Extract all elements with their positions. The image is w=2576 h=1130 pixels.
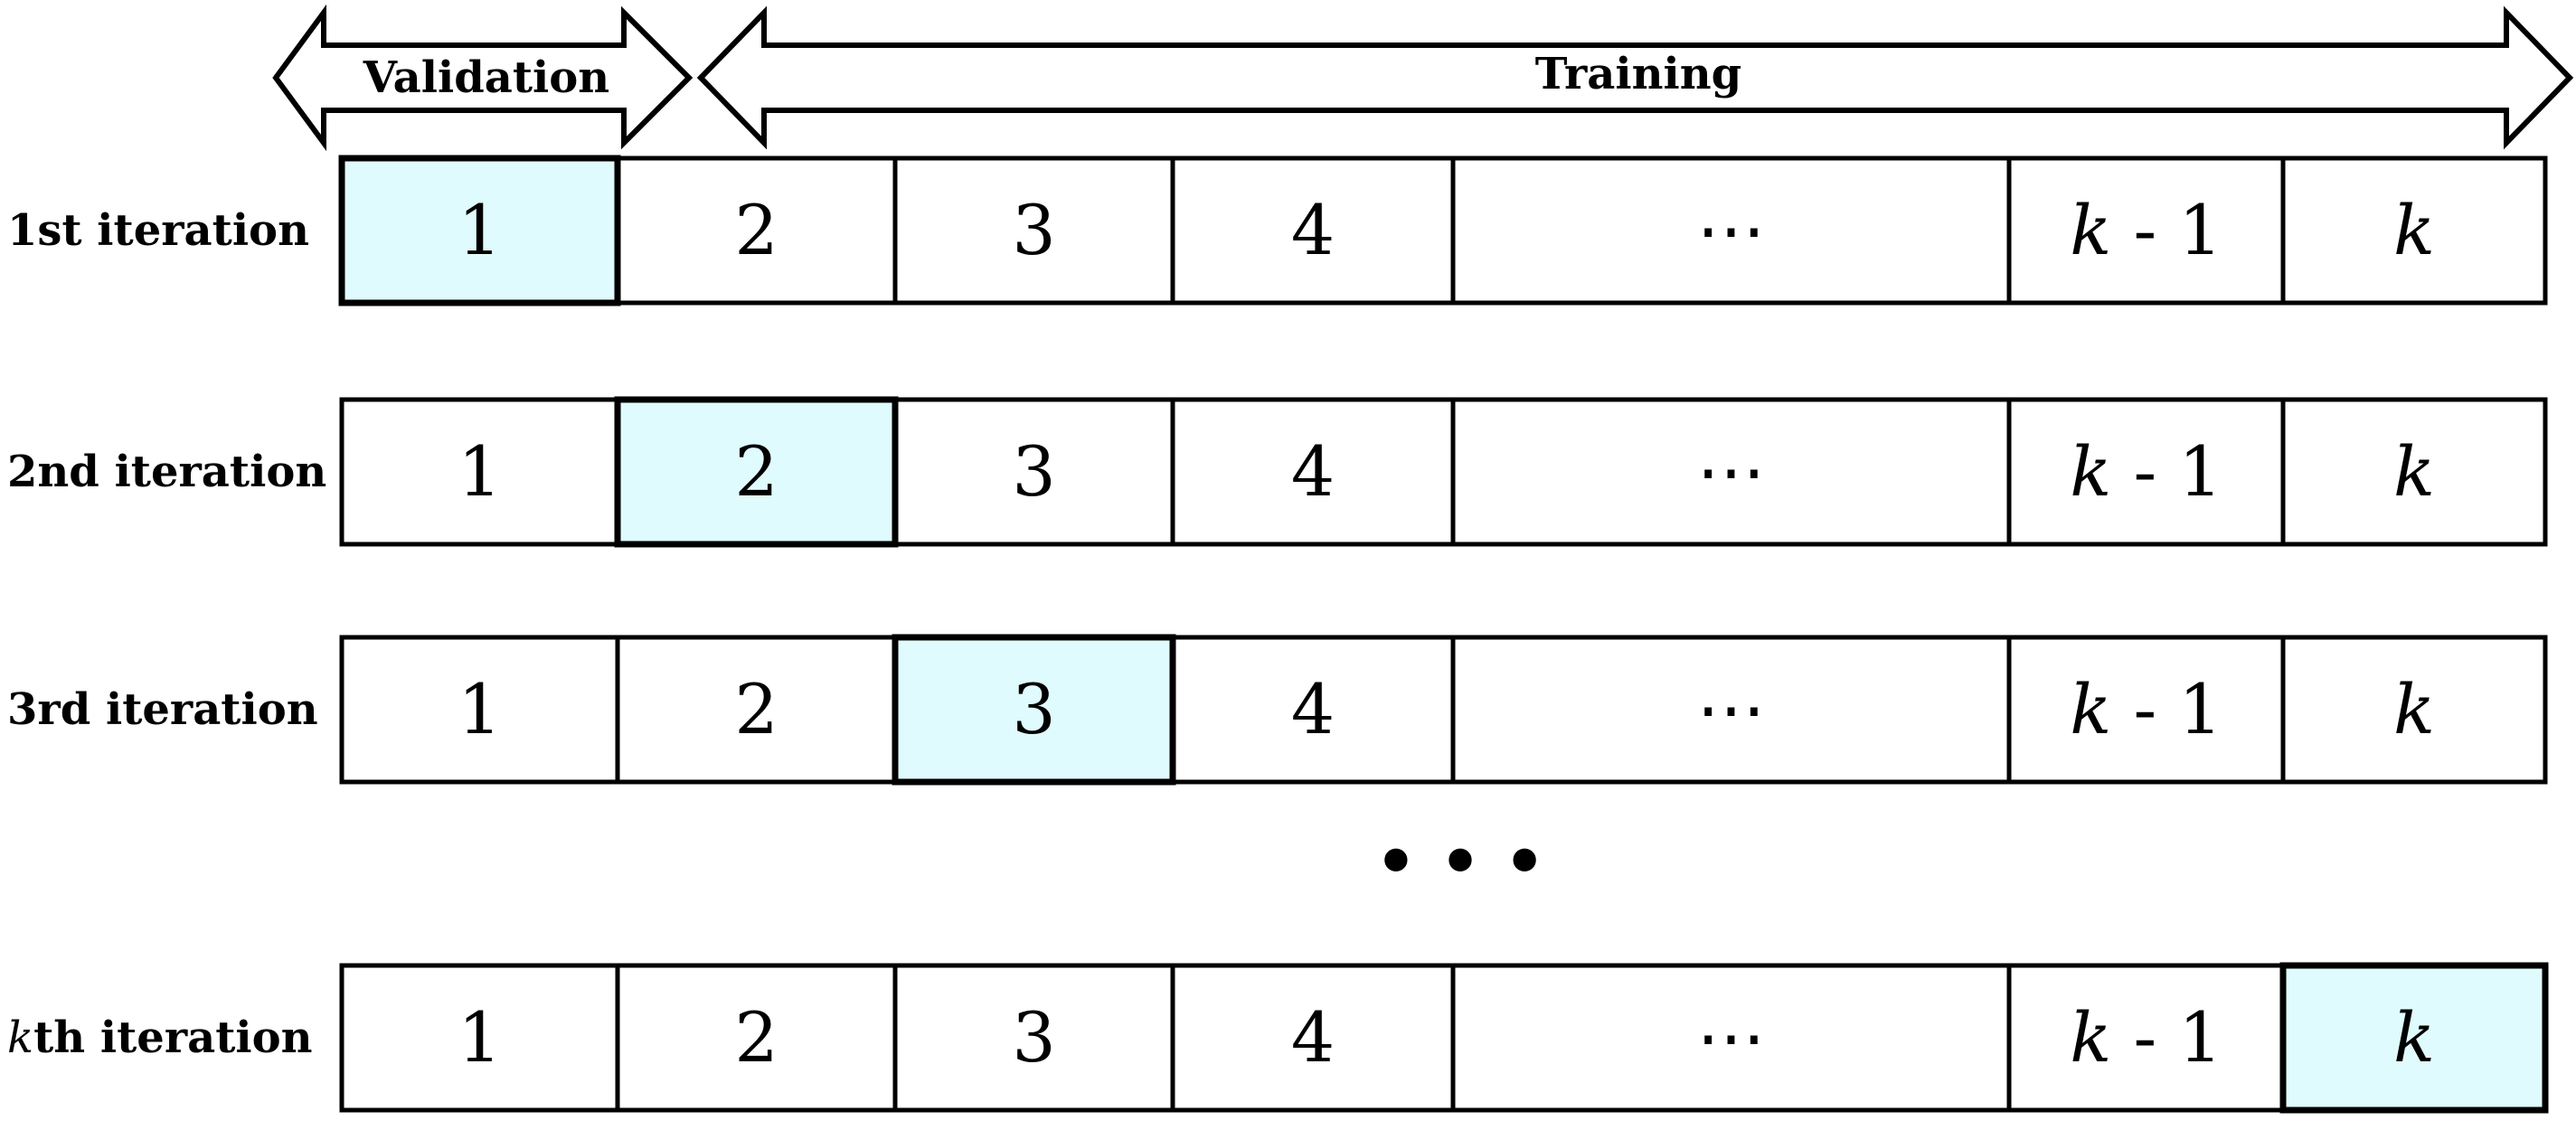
iteration-label: 2nd iteration xyxy=(7,447,326,497)
validation-fold-border xyxy=(338,155,621,306)
iteration-label-main: 1st iteration xyxy=(7,205,309,256)
training-fold-cell xyxy=(1450,963,2012,1113)
validation-fold-cell xyxy=(614,396,899,548)
training-fold-cell xyxy=(1170,635,1456,785)
fold-label: 2 xyxy=(734,997,778,1078)
fold-label: k xyxy=(2393,431,2435,512)
training-fold-cell xyxy=(615,155,898,306)
validation-fold-cell xyxy=(2279,962,2549,1114)
training-fold-cell xyxy=(892,155,1175,306)
fold-label: k - 1 xyxy=(2070,431,2222,512)
fold-label: 4 xyxy=(1291,431,1335,512)
fold-label: 1 xyxy=(458,190,501,270)
fold-label: 1 xyxy=(458,669,501,749)
fold-label: k - 1 xyxy=(2070,669,2222,749)
validation-fold-border xyxy=(2279,962,2549,1114)
iteration-label: 3rd iteration xyxy=(7,684,318,735)
fold-label: 1 xyxy=(458,997,501,1078)
iteration-label: kth iteration xyxy=(7,1012,313,1063)
fold-label: 4 xyxy=(1291,190,1335,270)
fold-label: k xyxy=(2393,997,2435,1078)
training-fold-cell xyxy=(1450,397,2012,547)
validation-fold-border xyxy=(892,634,1176,786)
fold-label: 3 xyxy=(1012,669,1055,749)
validation-arrow-label: Validation xyxy=(363,52,609,103)
training-fold-cell xyxy=(1170,397,1456,547)
fold-label: ⋯ xyxy=(1697,190,1766,270)
fold-label: ⋯ xyxy=(1697,997,1766,1078)
training-fold-cell xyxy=(339,635,620,785)
fold-label: k xyxy=(2393,190,2435,270)
iteration-row: 1st iteration 1 2 3 4 ⋯ k - 1 k xyxy=(7,155,2548,306)
fold-label: 3 xyxy=(1012,190,1055,270)
training-fold-cell xyxy=(892,397,1175,547)
iteration-label-prefix: k xyxy=(7,1012,33,1063)
fold-label: 2 xyxy=(734,190,778,270)
fold-label: k xyxy=(2393,669,2435,749)
training-fold-cell xyxy=(1450,155,2012,306)
training-arrow-label: Training xyxy=(1535,49,1741,99)
training-fold-cell xyxy=(2280,397,2548,547)
iteration-label: 1st iteration xyxy=(7,205,309,256)
training-fold-cell xyxy=(1170,963,1456,1113)
iteration-label-main: 3rd iteration xyxy=(7,684,318,735)
fold-label: ⋯ xyxy=(1697,431,1766,512)
iteration-label-main: th iteration xyxy=(33,1012,312,1063)
fold-label: 3 xyxy=(1012,431,1055,512)
training-fold-cell xyxy=(2006,635,2286,785)
fold-label: 4 xyxy=(1291,997,1335,1078)
fold-label: k - 1 xyxy=(2070,190,2222,270)
fold-label: 1 xyxy=(458,431,501,512)
validation-fold-cell xyxy=(892,634,1176,786)
ellipsis-gap-marker: • • • xyxy=(1375,823,1545,899)
training-fold-cell xyxy=(2280,635,2548,785)
training-fold-cell xyxy=(2006,155,2286,306)
iteration-row: 2nd iteration 1 2 3 4 ⋯ k - 1 k xyxy=(7,396,2548,548)
fold-label: 2 xyxy=(734,431,778,512)
training-fold-cell xyxy=(2006,963,2286,1113)
fold-label: 3 xyxy=(1012,997,1055,1078)
fold-label: ⋯ xyxy=(1697,669,1766,749)
validation-fold-border xyxy=(614,396,899,548)
training-arrow: Training xyxy=(696,5,2574,150)
fold-label: k - 1 xyxy=(2070,997,2222,1078)
fold-label: 4 xyxy=(1291,669,1335,749)
training-fold-cell xyxy=(2006,397,2286,547)
validation-arrow: Validation xyxy=(272,4,694,152)
training-fold-cell xyxy=(339,397,620,547)
fold-label: 2 xyxy=(734,669,778,749)
training-fold-cell xyxy=(2280,155,2548,306)
training-fold-cell xyxy=(892,963,1175,1113)
iteration-row: 3rd iteration 1 2 3 4 ⋯ k - 1 k xyxy=(7,634,2548,786)
iteration-label-main: 2nd iteration xyxy=(7,447,326,497)
training-fold-cell xyxy=(339,963,620,1113)
